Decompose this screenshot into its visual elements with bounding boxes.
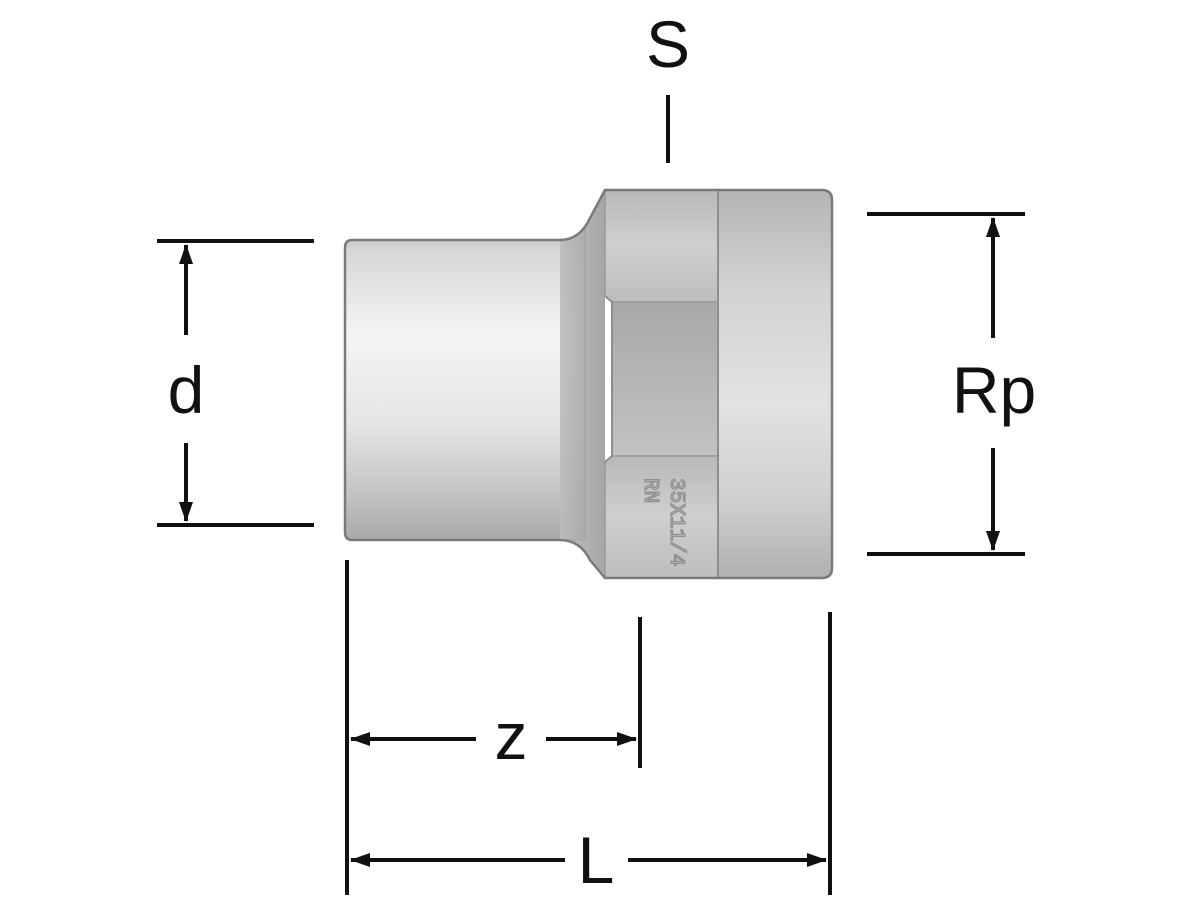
dimension-d bbox=[157, 239, 314, 527]
dimension-z bbox=[345, 560, 642, 895]
dimension-labels: S d Rp z L bbox=[168, 7, 1037, 897]
stamp-line-1: RN bbox=[638, 478, 661, 503]
label-z: z bbox=[495, 699, 528, 773]
dimension-l bbox=[350, 612, 832, 895]
dimensions bbox=[157, 95, 1025, 895]
label-d: d bbox=[168, 353, 205, 427]
label-l: L bbox=[578, 823, 615, 897]
label-s: S bbox=[646, 7, 690, 81]
thread-socket bbox=[717, 189, 833, 579]
stamp-marking: RN 35X11/4 bbox=[637, 477, 687, 567]
shoulder bbox=[560, 190, 605, 576]
label-rp: Rp bbox=[952, 353, 1036, 427]
dimension-rp bbox=[867, 212, 1025, 556]
spigot bbox=[344, 225, 586, 541]
fitting-body: RN 35X11/4 bbox=[343, 188, 834, 580]
stamp-line-2: 35X11/4 bbox=[664, 478, 687, 566]
fitting-outline bbox=[343, 188, 834, 580]
hex-body bbox=[604, 189, 719, 579]
